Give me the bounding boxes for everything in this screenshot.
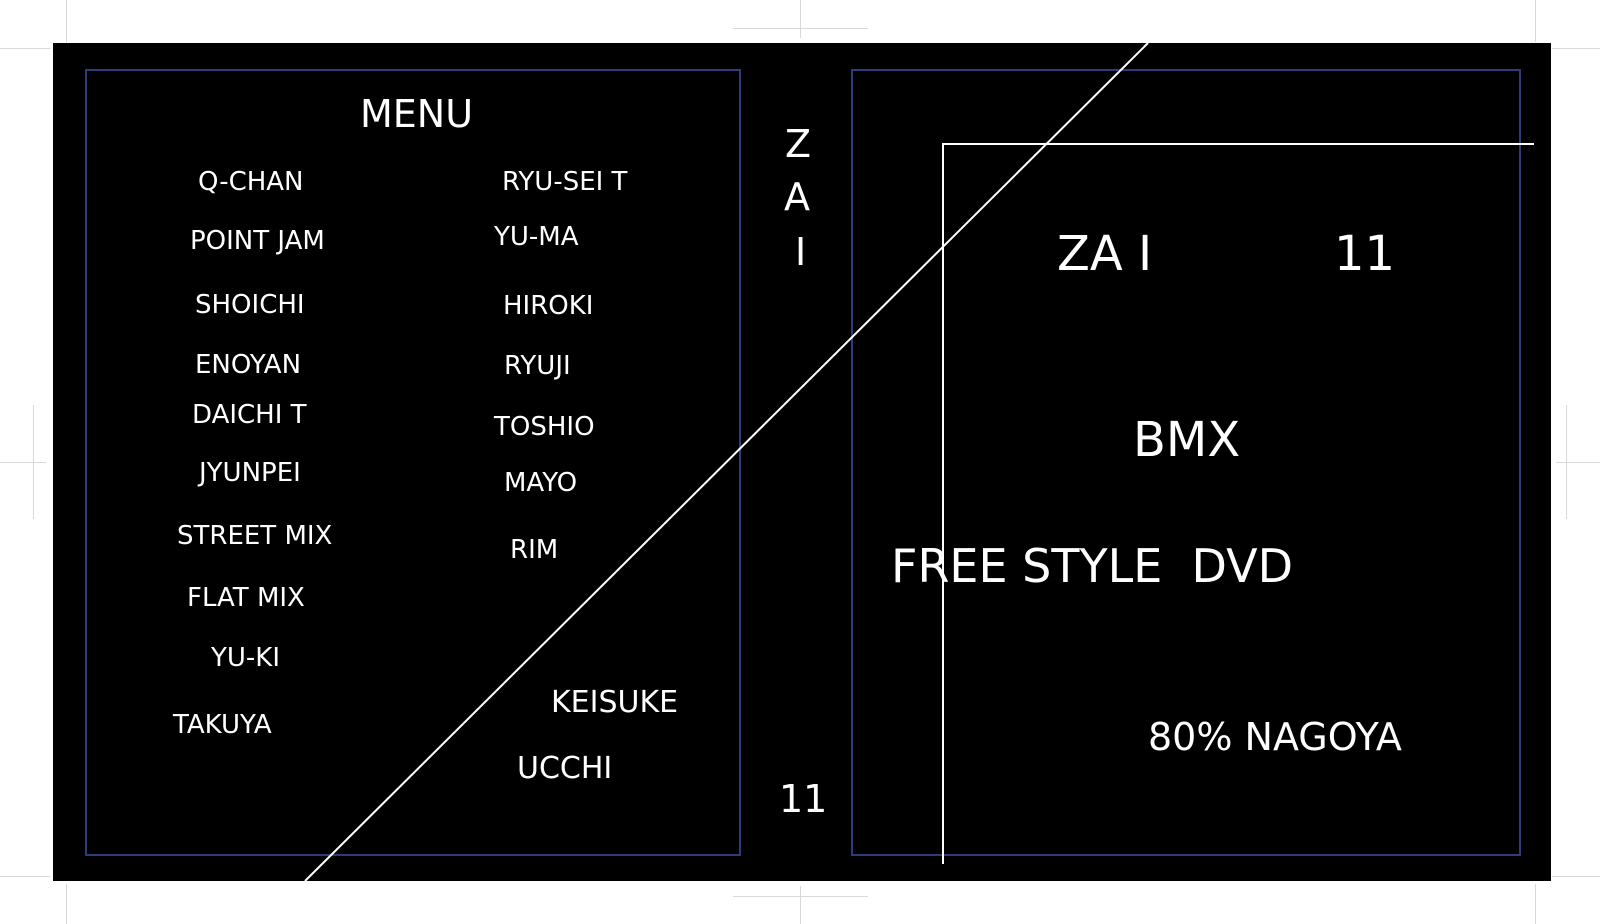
cover-title-freestyle: FREE STYLE DVD (891, 539, 1294, 593)
cover-tagline: 80% NAGOYA (1148, 715, 1402, 759)
spine-number: 11 (779, 777, 828, 821)
cover-title-bmx: BMX (1133, 412, 1241, 468)
crop-mark (800, 0, 801, 38)
spine-letter: Z (785, 122, 812, 166)
front-vertical-rule (942, 143, 944, 864)
crop-mark (0, 48, 50, 49)
menu-item: STREET MIX (177, 521, 333, 551)
crop-mark (33, 405, 34, 519)
menu-item: SHOICHI (195, 290, 305, 320)
menu-item: HIROKI (503, 291, 594, 321)
crop-mark (1566, 405, 1567, 519)
menu-item: ENOYAN (195, 350, 302, 380)
back-panel-frame (85, 69, 741, 856)
menu-item: JYUNPEI (199, 458, 301, 488)
menu-item: KEISUKE (551, 685, 679, 720)
menu-title: MENU (360, 92, 474, 136)
menu-item: RIM (510, 535, 559, 565)
menu-item: DAICHI T (192, 400, 307, 430)
crop-mark (66, 884, 67, 924)
crop-mark (1535, 0, 1536, 42)
spine-letter: I (795, 230, 807, 274)
cover-brand: ZA I (1057, 226, 1153, 282)
crop-mark (0, 462, 46, 463)
crop-mark (800, 886, 801, 924)
menu-item: TAKUYA (173, 710, 272, 740)
menu-item: TOSHIO (494, 412, 595, 442)
menu-item: YU-KI (211, 643, 281, 673)
crop-mark (1556, 462, 1600, 463)
crop-mark (66, 0, 67, 42)
spine-letter: A (784, 175, 810, 219)
dvd-sleeve (53, 43, 1551, 881)
menu-item: RYUJI (504, 351, 571, 381)
menu-item: POINT JAM (190, 226, 325, 256)
menu-item: MAYO (504, 468, 578, 498)
menu-item: UCCHI (517, 751, 613, 786)
crop-mark (1552, 48, 1600, 49)
menu-item: YU-MA (494, 222, 579, 252)
menu-item: RYU-SEI T (502, 167, 628, 197)
front-panel-frame (851, 69, 1521, 856)
crop-mark (0, 876, 50, 877)
front-horizontal-rule (942, 143, 1534, 145)
menu-item: FLAT MIX (187, 583, 305, 613)
cover-number: 11 (1334, 226, 1396, 282)
menu-item: Q-CHAN (198, 167, 304, 197)
crop-mark (1535, 884, 1536, 924)
crop-mark (1552, 876, 1600, 877)
